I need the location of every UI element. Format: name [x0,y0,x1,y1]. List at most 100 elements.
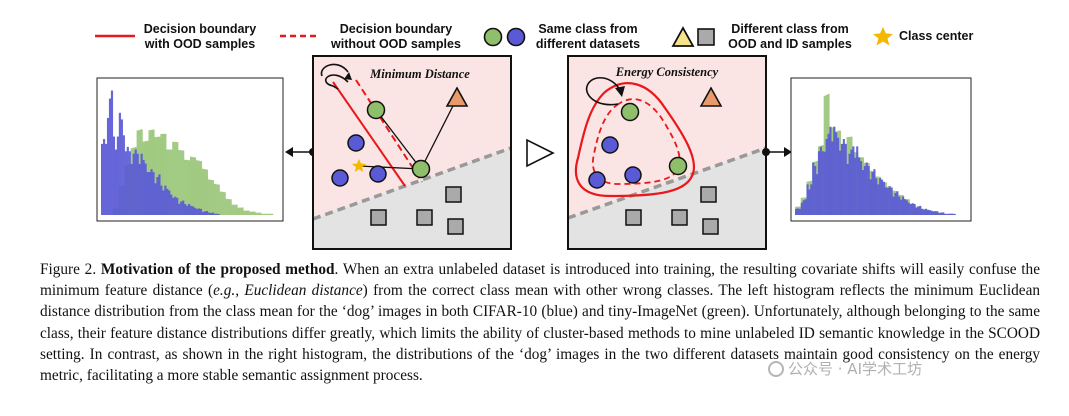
right-histogram-bars [795,94,956,215]
panel-energy-consistency: Energy Consistency [567,55,767,250]
right-histogram-blue-bar [831,141,834,215]
right-histogram-blue-bar [802,200,805,215]
right-histogram-blue-bar [951,213,954,215]
left-histogram-blue-bar [207,212,210,215]
right-gray-square [700,186,717,203]
right-histogram-blue-bar [816,174,819,215]
left-histogram-blue-bar [126,146,129,215]
left-histogram-green-bar [209,179,212,215]
left-histogram-green-bar [207,179,210,215]
left-histogram-blue-bar [164,185,167,215]
left-histogram-blue-bar [190,205,193,215]
right-histogram-blue-bar [846,163,849,215]
left-histogram-blue-bar [191,206,195,215]
right-histogram-blue-bar [892,196,895,215]
right-histogram-blue-bar [911,203,914,215]
legend-star-icon [873,27,893,46]
left-histogram-green-bar [197,160,201,215]
watermark-logo-icon [768,361,784,377]
left-histogram-blue-bar [172,197,175,215]
right-histogram-blue-bar [886,188,889,215]
right-histogram-blue-bar [821,151,824,215]
right-histogram-blue-bar [896,191,899,215]
left-histogram-green-bar [231,204,234,215]
right-histogram-blue-bar [923,209,926,215]
left-histogram-green-bar [255,212,258,215]
right-histogram-blue-bar [798,208,801,215]
left-histogram-blue-bar [102,139,106,215]
right-histogram-blue-bar [942,212,945,215]
left-gray-square [416,209,433,226]
caption-text-1: . When an extra unlabeled dataset is int… [40,261,1040,300]
left-histogram-blue-bar [150,169,153,215]
left-histogram-blue-bar [178,203,181,215]
right-histogram-blue-bar [814,165,817,215]
left-histogram-blue-bar [156,177,159,215]
left-histogram-green-bar [193,157,197,215]
caption-text-2: ) from the correct class mean with other… [40,282,1041,385]
figure-diagram: Decision boundary with OOD samples Decis… [95,22,973,250]
right-gray-square [671,209,688,226]
right-histogram-blue-bar [890,188,893,215]
right-histogram-blue-bar [825,139,828,215]
right-histogram-blue-bar [863,165,866,215]
left-histogram-blue-bar [195,208,199,215]
left-histogram-green-bar [172,141,175,215]
left-histogram-blue-bar [130,163,133,215]
left-histogram-blue-bar [128,151,131,215]
right-histogram-blue-bar [907,202,910,215]
right-histogram-blue-bar [859,161,863,215]
right-histogram-blue-bar [909,203,912,215]
right-histogram-blue-bar [881,179,884,215]
right-histogram-blue-bar [806,184,809,215]
right-histogram-blue-bar [926,209,929,215]
right-arrow-icon [784,147,792,157]
right-histogram-blue-bar [888,186,891,215]
left-histogram-green-bar [170,149,173,215]
left-histogram-blue-bar [112,136,116,215]
left-histogram-blue-bar [205,211,208,215]
left-histogram-green-bar [168,149,171,215]
left-histogram-blue-bar [138,163,141,215]
right-histogram-blue-bar [940,212,943,215]
watermark: 公众号 · AI学术工坊 [768,358,922,379]
left-histogram-blue-bar [162,190,165,215]
left-histogram-blue-bar [122,135,125,215]
left-histogram-blue-bar [170,194,173,215]
left-histogram-green-bar [243,210,246,215]
left-histogram-green-bar [265,213,268,215]
left-histogram-green-bar [180,150,183,215]
right-histogram-blue-bar [917,206,920,215]
left-class-center-star-icon [352,159,366,172]
left-histogram-blue-bar [116,136,119,215]
left-histogram-blue-bar [104,143,108,215]
right-histogram-blue-bar [795,208,798,215]
legend-circles-label-1: Same class from [538,22,637,36]
right-green-circle [668,156,688,176]
left-curved-arrow-icon [325,74,349,90]
right-blue-circle [601,136,619,154]
right-blue-circle [588,171,606,189]
right-histogram-blue-bar [915,207,918,215]
left-histogram-green-bar [191,157,195,215]
left-arrow-icon [285,147,293,157]
right-green-circle [620,102,640,122]
left-histogram-green-bar [205,169,208,215]
left-histogram-blue-bar [158,174,161,215]
right-histogram-blue-bar [879,178,882,215]
right-histogram-blue-bar [884,187,887,215]
left-blue-circle [347,134,365,152]
left-histogram-bars [101,90,274,215]
left-histogram-green-bar [174,141,177,215]
left-histogram-green-bar [217,184,220,215]
legend-dashed-label-1: Decision boundary [340,22,453,36]
legend-dashed-label-2: without OOD samples [330,37,461,51]
right-histogram-blue-bar [867,165,870,215]
left-histogram-green-bar [225,198,228,215]
right-histogram-blue-bar [812,162,815,215]
left-histogram-blue-bar [106,117,110,215]
left-histogram-blue-bar [148,172,151,215]
panel-minimum-distance: Minimum Distance [312,55,512,250]
left-histogram-green-bar [259,212,262,215]
right-histogram-blue-bar [938,212,941,215]
